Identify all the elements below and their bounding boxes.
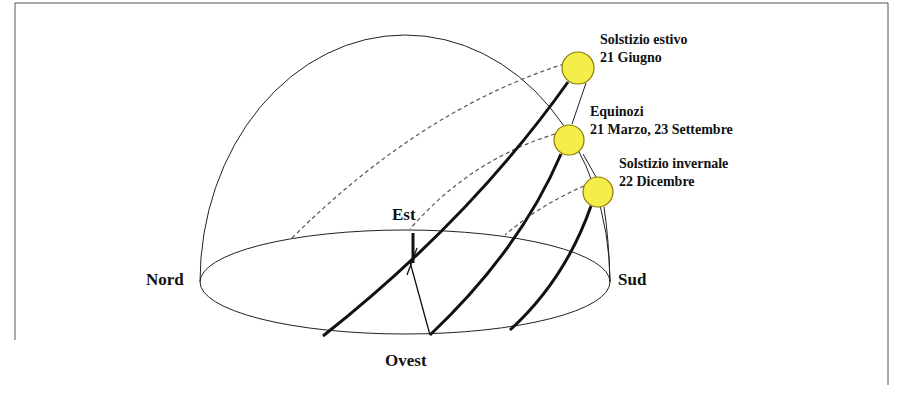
date-label: 22 Dicembre [619, 174, 695, 189]
date-label: Equinozi [590, 104, 644, 119]
date-label: 21 Marzo, 23 Settembre [590, 122, 733, 137]
date-label: Solstizio estivo [600, 32, 688, 47]
date-label: 21 Giugno [600, 50, 662, 65]
date-label: Solstizio invernale [619, 156, 728, 171]
compass-label: Ovest [385, 352, 427, 371]
compass-label: Est [392, 206, 416, 225]
compass-label: Nord [146, 271, 184, 290]
compass-label: Sud [618, 271, 646, 290]
